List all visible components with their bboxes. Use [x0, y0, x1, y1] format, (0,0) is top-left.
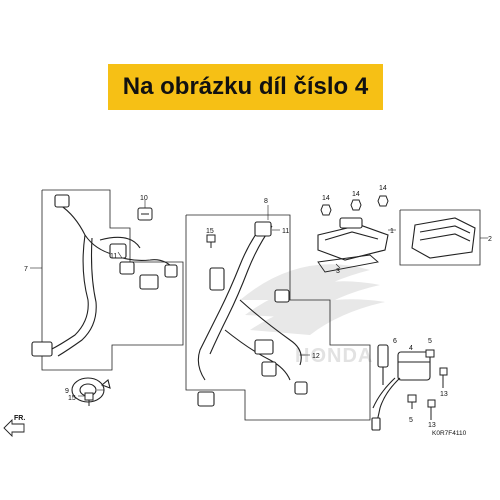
bracket-3: [317, 254, 379, 273]
clip-10: [137, 207, 153, 221]
callout-14-right: 14: [379, 185, 387, 192]
frame-part-2: [399, 209, 481, 266]
callout-15-lower: 15: [68, 395, 76, 402]
part-number-banner: Na obrázku díl číslo 4: [108, 64, 383, 110]
callout-3: 3: [336, 268, 340, 275]
callout-5-lower: 5: [409, 417, 413, 424]
ignition-coil-4: [371, 351, 431, 431]
front-arrow-icon: [3, 418, 25, 438]
bolt-15: [84, 234, 216, 406]
plug-cap-6: [377, 344, 389, 385]
leader-lines: [30, 200, 488, 397]
sub-harness-7: [31, 194, 178, 357]
callout-10: 10: [140, 195, 148, 202]
callout-2: 2: [488, 236, 492, 243]
callout-6: 6: [393, 338, 397, 345]
main-harness-8: [197, 221, 308, 407]
callout-1: 1: [390, 228, 394, 235]
callout-11-right: 11: [282, 228, 289, 235]
honda-watermark-text: HONDA: [295, 345, 373, 367]
frame-harness-7: [41, 189, 184, 371]
screws-5: [407, 349, 435, 409]
callout-7: 7: [24, 266, 28, 273]
callout-13: 13: [440, 391, 448, 398]
nut-14: [320, 195, 389, 216]
diagram-code: K0R7F4110: [432, 430, 467, 437]
callout-15-upper: 15: [206, 228, 214, 235]
callout-5: 5: [428, 338, 432, 345]
callout-11: 11: [110, 253, 117, 260]
callout-8: 8: [264, 198, 268, 205]
callout-12: 12: [312, 353, 320, 360]
callout-4: 4: [409, 345, 413, 352]
callout-14-mid: 14: [352, 191, 360, 198]
callout-14-left: 14: [322, 195, 330, 202]
front-label: FR.: [14, 415, 25, 422]
callout-13-lower: 13: [428, 422, 436, 429]
regulator-1: [317, 217, 389, 261]
callout-9: 9: [65, 388, 69, 395]
bolts-13: [427, 367, 448, 420]
frame-harness-8: [185, 214, 371, 421]
ecu-2: [411, 217, 476, 259]
